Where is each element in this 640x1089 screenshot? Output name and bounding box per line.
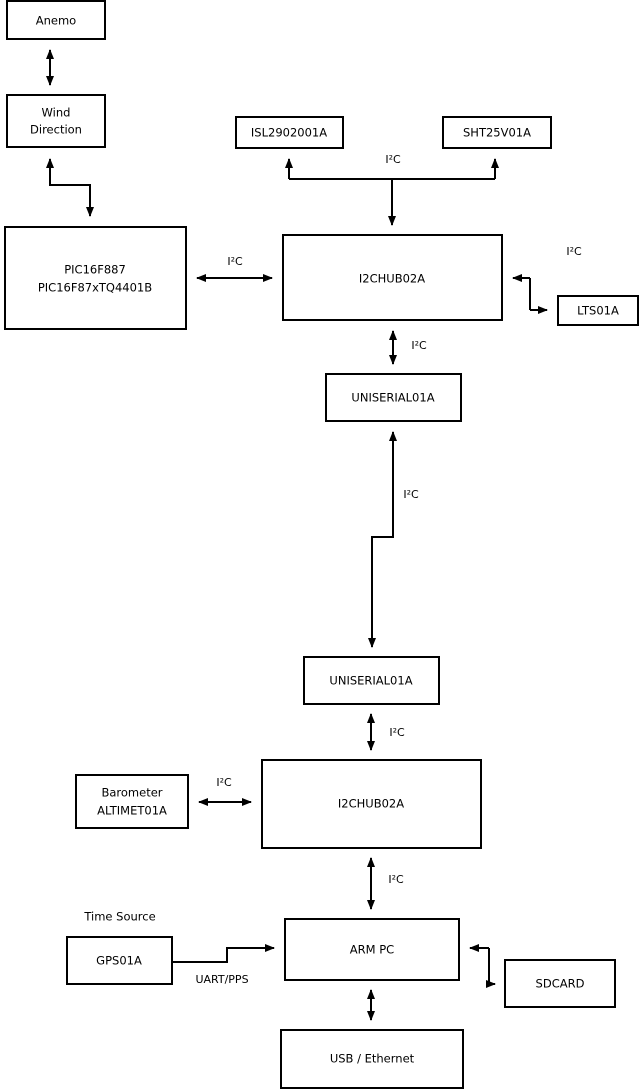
node-label-anemo: Anemo (36, 14, 76, 28)
node-uniserial01a-bottom[interactable]: UNISERIAL01A (303, 656, 440, 705)
node-gps01a[interactable]: GPS01A (66, 936, 173, 985)
free-labels-layer: Time Source (83, 910, 155, 924)
node-label-i2chub02a-bottom: I2CHUB02A (338, 797, 404, 811)
node-label-pic-line2: PIC16F87xTQ4401B (38, 281, 152, 295)
node-pic-microcontroller[interactable]: PIC16F887 PIC16F87xTQ4401B (4, 226, 187, 330)
edges-layer: I²C I²C I²C I²C I²C I²C (46, 49, 582, 1021)
node-label-sht25v01a: SHT25V01A (463, 126, 531, 140)
node-wind-direction[interactable]: Wind Direction (6, 94, 106, 148)
node-anemo[interactable]: Anemo (6, 0, 106, 40)
node-label-i2chub02a-top: I2CHUB02A (359, 272, 425, 286)
node-label-wind-direction-line2: Direction (30, 123, 82, 137)
node-label-arm-pc: ARM PC (350, 943, 394, 957)
node-sht25v01a[interactable]: SHT25V01A (442, 116, 552, 149)
edge-label-sensor-bus: I²C (385, 153, 401, 166)
node-uniserial01a-top[interactable]: UNISERIAL01A (325, 373, 462, 422)
node-label-sdcard: SDCARD (536, 977, 585, 991)
node-label-uniserial01a-bottom: UNISERIAL01A (329, 674, 412, 688)
node-label-lts01a: LTS01A (577, 304, 619, 318)
node-sdcard[interactable]: SDCARD (504, 959, 616, 1008)
edge-gps-armpc (172, 944, 275, 963)
edge-label-uniserial-hub-bot: I²C (389, 726, 405, 739)
edge-uniserial-link-up (371, 431, 397, 647)
node-lts01a[interactable]: LTS01A (557, 295, 639, 326)
node-i2chub02a-bottom[interactable]: I2CHUB02A (261, 759, 482, 849)
nodes-layer: Anemo Wind Direction PIC16F887 PIC16F87x… (4, 0, 639, 1089)
node-label-pic-line1: PIC16F887 (64, 263, 126, 277)
edge-label-hub-uniserial: I²C (411, 339, 427, 352)
node-isl2902001a[interactable]: ISL2902001A (235, 116, 344, 149)
node-i2chub02a-top[interactable]: I2CHUB02A (282, 234, 503, 321)
label-time-source: Time Source (83, 910, 155, 924)
node-label-wind-direction-line1: Wind (42, 106, 71, 120)
edge-label-lts01a-bus: I²C (566, 245, 582, 258)
node-label-barometer-line1: Barometer (101, 786, 162, 800)
edge-label-hub-armpc: I²C (388, 873, 404, 886)
node-label-uniserial01a-top: UNISERIAL01A (351, 391, 434, 405)
node-barometer-altimet01a[interactable]: Barometer ALTIMET01A (75, 774, 189, 829)
edge-label-uniserial-link: I²C (403, 488, 419, 501)
node-label-gps01a: GPS01A (96, 954, 142, 968)
node-usb-ethernet[interactable]: USB / Ethernet (280, 1029, 464, 1089)
node-label-barometer-line2: ALTIMET01A (97, 804, 167, 818)
edge-label-gps-armpc: UART/PPS (195, 973, 248, 986)
edge-label-pic-i2chub: I²C (227, 255, 243, 268)
node-label-isl2902001a: ISL2902001A (251, 126, 327, 140)
node-label-usb-ethernet: USB / Ethernet (330, 1052, 415, 1066)
edge-label-barometer-bus: I²C (216, 776, 232, 789)
edge-pic-wind-direction (46, 158, 91, 216)
node-arm-pc[interactable]: ARM PC (284, 918, 460, 981)
